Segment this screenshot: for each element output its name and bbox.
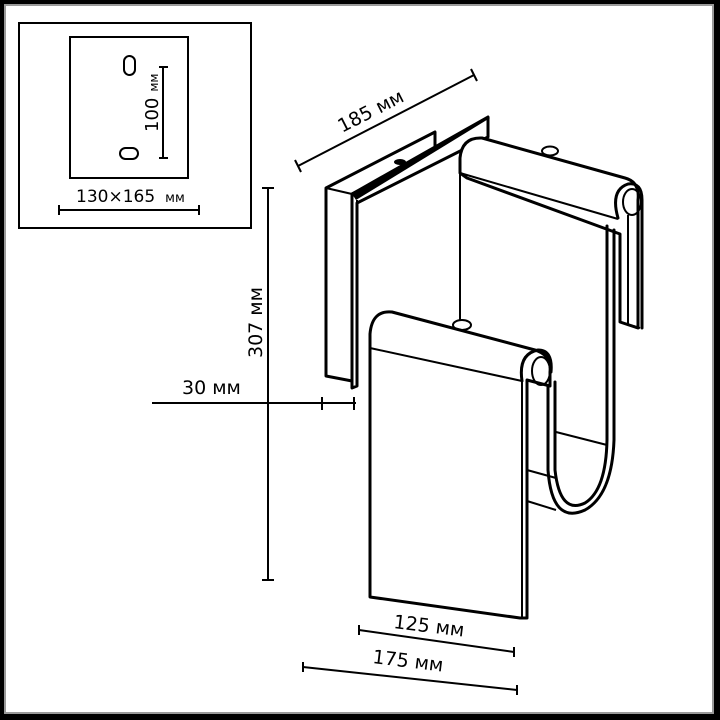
connecting-strip <box>546 228 616 515</box>
total-width-dimension: 175 мм <box>302 646 518 695</box>
height-label: 307 мм <box>245 287 267 358</box>
mounting-hole-top-icon <box>123 55 136 76</box>
wall-offset-dimension: 30 мм <box>152 377 356 410</box>
depth-label: 185 мм <box>334 86 407 138</box>
mounting-plate-outline <box>69 36 189 179</box>
drawing-canvas <box>4 4 714 714</box>
height-dimension: 307 мм <box>245 187 274 581</box>
front-panel <box>368 310 552 620</box>
upper-panel <box>458 136 640 330</box>
wall-offset-label: 30 мм <box>182 377 241 399</box>
inset-border <box>18 22 252 229</box>
hole-spacing-label: 100мм <box>142 74 163 132</box>
total-width-label: 175 мм <box>371 646 444 676</box>
mounting-hole-bottom-icon <box>119 147 139 160</box>
lamp-illustration <box>324 115 644 620</box>
